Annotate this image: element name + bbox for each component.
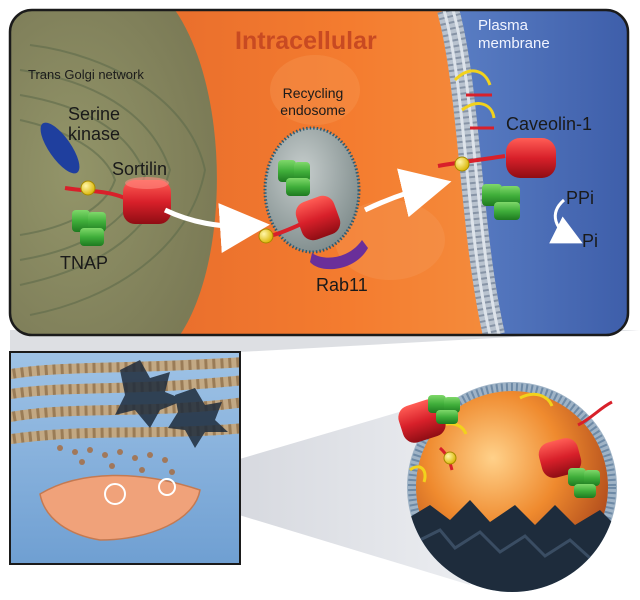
label-recycling-line2: endosome bbox=[280, 101, 346, 118]
label-serine-kinase: Serine kinase bbox=[68, 105, 120, 144]
label-intracellular: Intracellular bbox=[235, 27, 377, 55]
main-panel bbox=[10, 10, 628, 335]
sphere-mineral bbox=[407, 500, 617, 592]
caveolin-1 bbox=[506, 138, 556, 178]
label-caveolin-1: Caveolin-1 bbox=[506, 114, 593, 134]
mineral-crystals bbox=[115, 360, 228, 448]
tnap-membrane bbox=[482, 184, 520, 220]
tnap-golgi bbox=[72, 210, 106, 246]
caveolin-loops bbox=[453, 69, 496, 119]
label-sortilin: Sortilin bbox=[112, 159, 168, 179]
vesicle-particles bbox=[57, 445, 175, 475]
label-plasma-line2: membrane bbox=[478, 34, 550, 52]
inset-panel bbox=[10, 352, 240, 564]
zoom-connector-lower bbox=[150, 400, 470, 585]
phosphate-membrane bbox=[454, 156, 470, 172]
label-serine-line1: Serine bbox=[68, 104, 121, 124]
label-rab11: Rab11 bbox=[316, 275, 368, 295]
serine-kinase bbox=[40, 122, 80, 174]
plasma-membrane bbox=[437, 10, 505, 335]
label-plasma-line1: Plasma bbox=[478, 17, 529, 34]
arrow-endosome-to-membrane bbox=[363, 168, 452, 218]
tnap-sphere-right bbox=[568, 468, 600, 498]
rab11 bbox=[310, 240, 368, 270]
matrix-vesicle bbox=[398, 382, 617, 592]
highlight-circle-1 bbox=[104, 483, 126, 505]
phosphate-endosome bbox=[258, 228, 274, 244]
sortilin-golgi bbox=[123, 180, 171, 224]
tnap-endosome bbox=[278, 160, 310, 196]
label-serine-line2: kinase bbox=[68, 123, 121, 144]
tnap-sphere-left bbox=[428, 395, 460, 424]
sortilin-sphere-right bbox=[538, 438, 582, 478]
arrow-golgi-to-endosome bbox=[163, 203, 270, 253]
sortilin-endosome bbox=[295, 195, 341, 241]
golgi-cisternae bbox=[19, 44, 207, 316]
label-recycling-endosome: Recycling endosome bbox=[272, 86, 354, 117]
label-pi: Pi bbox=[582, 231, 599, 251]
phosphate-golgi bbox=[80, 180, 96, 196]
label-recycling-line1: Recycling bbox=[282, 85, 344, 101]
arrow-ppi-to-pi bbox=[549, 198, 583, 244]
golgi-region bbox=[10, 10, 217, 335]
highlight-circle-2 bbox=[158, 478, 176, 496]
label-tnap: TNAP bbox=[60, 253, 109, 273]
label-ppi: PPi bbox=[566, 188, 595, 208]
label-plasma-membrane: Plasma membrane bbox=[478, 18, 550, 52]
label-trans-golgi: Trans Golgi network bbox=[28, 67, 144, 82]
